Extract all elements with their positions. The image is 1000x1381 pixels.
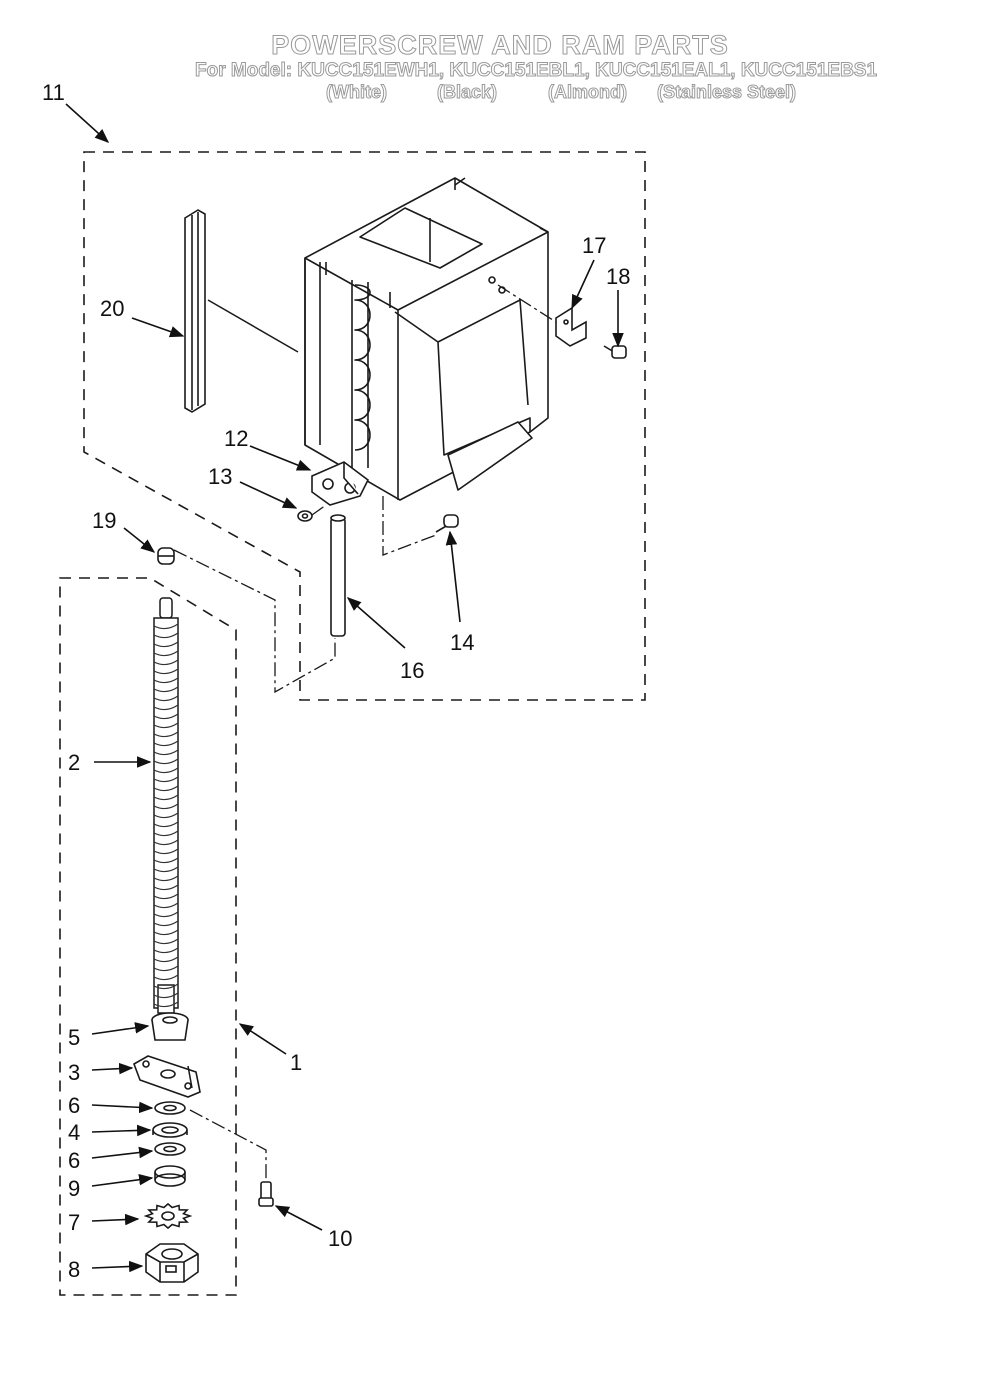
variant-almond: (Almond): [548, 82, 628, 103]
part-17-bracket: [555, 306, 587, 347]
model-numbers: For Model: KUCC151EWH1, KUCC151EBL1, KUC…: [194, 60, 878, 82]
centerline-19-to-shaft: [173, 549, 336, 694]
callout-10: 10: [328, 1226, 352, 1251]
part-7-sprocket: [143, 1202, 193, 1230]
arrow-8: [91, 1260, 144, 1273]
callout-6-upper: 6: [68, 1093, 80, 1118]
arrow-6a: [91, 1101, 154, 1114]
callout-5: 5: [68, 1025, 80, 1050]
arrow-19: [123, 527, 156, 553]
callout-14: 14: [450, 630, 474, 655]
arrow-16: [346, 597, 406, 649]
part-6-washer-upper: [154, 1101, 186, 1115]
arrow-9: [91, 1174, 154, 1187]
arrow-1: [238, 1023, 287, 1055]
callout-12: 12: [224, 426, 248, 451]
diagram-title: POWERSCREW AND RAM PARTS: [271, 30, 729, 61]
callout-9: 9: [68, 1176, 80, 1201]
arrow-7: [91, 1213, 140, 1226]
part-20-seal-strip: [184, 209, 206, 413]
callout-19: 19: [92, 508, 116, 533]
callout-6-lower: 6: [68, 1148, 80, 1173]
ram-housing: [304, 177, 549, 501]
callout-20: 20: [100, 296, 124, 321]
powerscrew-assembly-boundary: [59, 577, 237, 1296]
part-3-mounting-plate: [133, 1055, 201, 1098]
arrow-11: [65, 103, 110, 143]
centerline-screw-10: [189, 1109, 267, 1182]
part-4-bearing: [152, 1122, 188, 1138]
part-16-shaft: [330, 514, 346, 637]
part-8-hex-nut: [145, 1243, 199, 1283]
callout-18: 18: [606, 264, 630, 289]
plate-pin: [187, 1065, 193, 1089]
callout-8: 8: [68, 1257, 80, 1282]
variant-white: (White): [326, 82, 388, 103]
callout-13: 13: [208, 464, 232, 489]
part-19-cap: [157, 547, 175, 565]
part-2-power-screw: [153, 597, 179, 1014]
variant-black: (Black): [436, 82, 498, 103]
callout-1: 1: [290, 1050, 302, 1075]
part-18-screw: [603, 345, 627, 359]
centerline-screw-14: [382, 496, 437, 556]
arrow-20: [131, 317, 185, 338]
arrow-13: [239, 481, 298, 509]
callout-11: 11: [42, 80, 65, 105]
arrow-12: [249, 445, 312, 471]
callout-2: 2: [68, 750, 80, 775]
callout-4: 4: [68, 1120, 80, 1145]
callout-17: 17: [582, 233, 606, 258]
part-9-spacer: [154, 1165, 186, 1187]
arrow-10: [274, 1205, 323, 1231]
part-14-screw: [435, 514, 459, 533]
arrow-4: [91, 1124, 152, 1137]
arrow-6b: [91, 1146, 154, 1159]
centerline-bracket-17: [497, 284, 557, 323]
leader-line-20: [207, 299, 299, 353]
part-13-washer: [297, 510, 313, 522]
ram-assembly-boundary: [83, 151, 646, 701]
callout-7: 7: [68, 1210, 80, 1235]
centerline-follower-washer: [311, 504, 327, 516]
callout-3: 3: [68, 1060, 80, 1085]
variant-stainless-steel: (Stainless Steel): [656, 82, 797, 103]
part-10-screw: [258, 1181, 274, 1207]
screw-thread: [153, 623, 179, 1008]
callout-16: 16: [400, 658, 424, 683]
part-12-ram-follower: [311, 461, 370, 506]
part-6-washer-lower: [154, 1142, 186, 1156]
arrow-17: [571, 259, 595, 310]
arrow-3: [91, 1062, 134, 1075]
arrow-14: [445, 530, 461, 623]
part-5-bushing: [151, 1012, 189, 1041]
arrow-5: [91, 1022, 150, 1035]
